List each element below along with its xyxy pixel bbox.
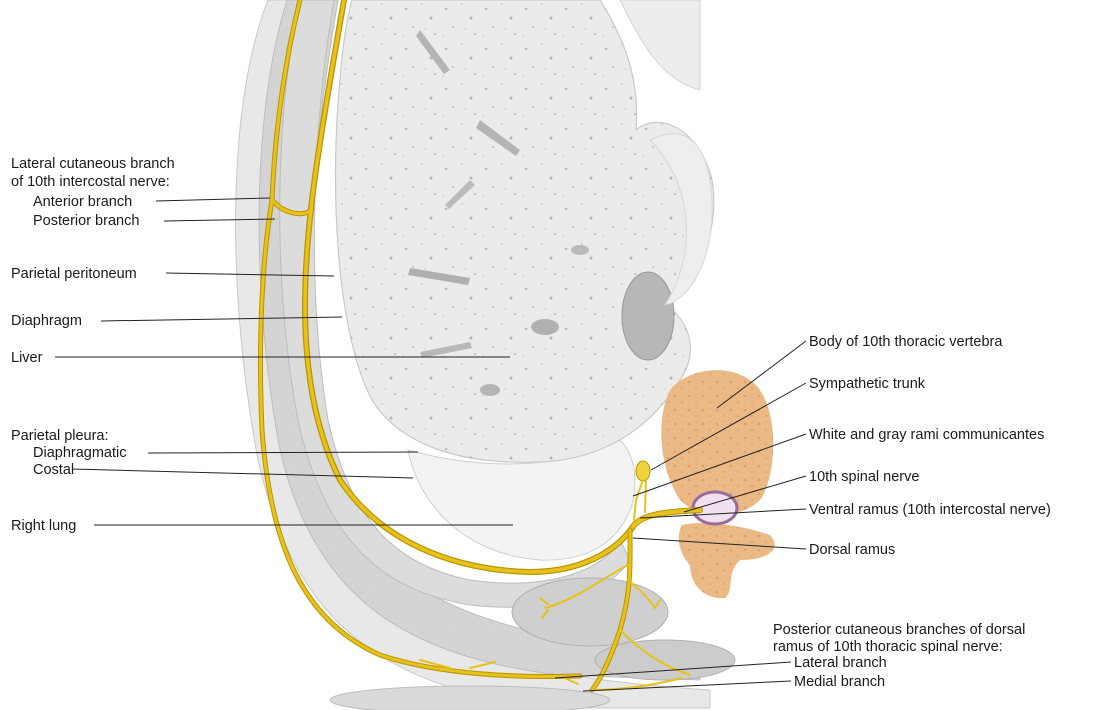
label-posterior-branch: Posterior branch [33,213,139,229]
label-medial-branch: Medial branch [794,674,885,690]
label-diaphragm: Diaphragm [11,313,82,329]
vertebra [661,370,774,598]
label-posterior-cutaneous-2: ramus of 10th thoracic spinal nerve: [773,639,1003,655]
label-dorsal-ramus: Dorsal ramus [809,542,895,558]
label-right-lung: Right lung [11,518,76,534]
liver [335,0,713,462]
label-ventral-ramus: Ventral ramus (10th intercostal nerve) [809,502,1051,518]
label-costal: Costal [33,462,74,478]
label-sympathetic-trunk: Sympathetic trunk [809,376,926,392]
label-diaphragmatic: Diaphragmatic [33,445,127,461]
label-liver: Liver [11,350,43,366]
sympathetic-ganglion [636,461,650,481]
label-lateral-cutaneous-1: Lateral cutaneous branch [11,156,175,172]
label-rami-communicantes: White and gray rami communicantes [809,427,1044,443]
label-parietal-peritoneum: Parietal peritoneum [11,266,137,282]
label-anterior-branch: Anterior branch [33,194,132,210]
label-body-vertebra: Body of 10th thoracic vertebra [809,334,1003,350]
inferior-vena-cava [622,272,674,360]
label-posterior-cutaneous-1: Posterior cutaneous branches of dorsal [773,622,1025,638]
label-lateral-cutaneous-2: of 10th intercostal nerve: [11,174,170,190]
label-spinal-nerve: 10th spinal nerve [809,469,919,485]
label-parietal-pleura: Parietal pleura: [11,428,109,444]
label-lateral-branch: Lateral branch [794,655,887,671]
